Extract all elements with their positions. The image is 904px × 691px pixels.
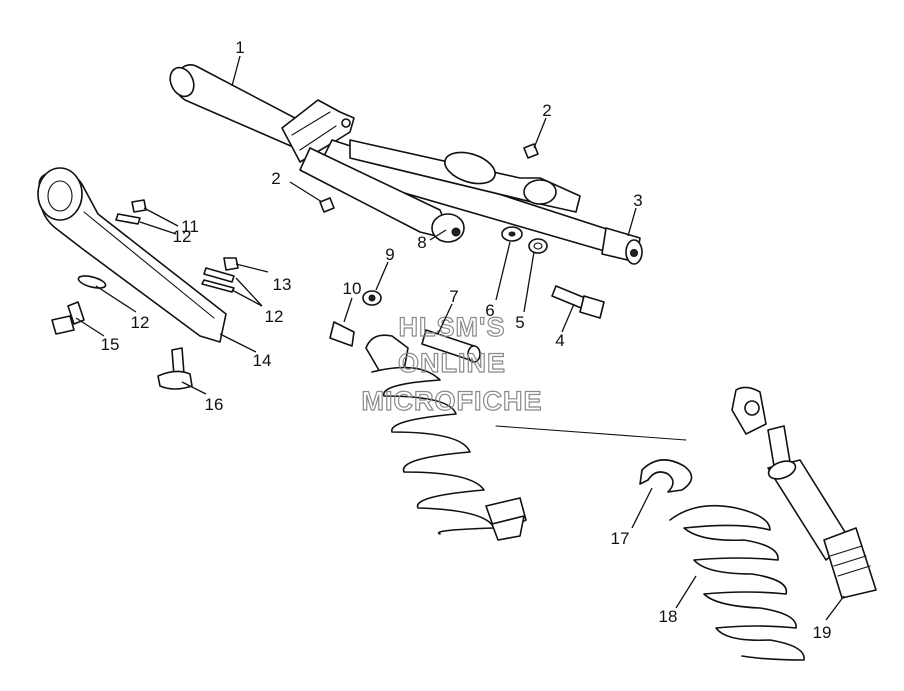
pivot-bushing [431,213,465,243]
callout-14: 14 [253,351,272,370]
retainer-17 [639,459,693,493]
watermark: HLSM'S ONLINE MICROFICHE [361,311,543,416]
shock-assembly [365,334,527,541]
callout-2-upper: 2 [542,101,551,120]
washer-12d [77,275,107,289]
carriage-bolt-16 [157,347,193,390]
shock-19 [731,386,877,599]
tube-end [169,66,195,98]
callout-16: 16 [205,395,224,414]
torque-arm [37,167,227,343]
callout-10: 10 [343,279,362,298]
callout-6: 6 [485,301,494,320]
watermark-line-1: HLSM'S [399,312,506,342]
grease-fitting-upper [523,143,539,159]
assembly-line [495,425,687,441]
callout-11: 11 [181,217,199,236]
washer-12b [203,267,235,283]
nut-13 [223,257,239,271]
callout-2-lower: 2 [271,169,280,188]
washer-5 [528,238,548,254]
callout-17: 17 [611,529,630,548]
callout-13: 13 [273,275,292,294]
watermark-line-3: MICROFICHE [362,386,543,416]
torque-arm-eye [37,167,83,221]
callout-12-c: 12 [131,313,150,332]
callout-12-a: 12 [173,227,192,246]
callout-5: 5 [515,313,524,332]
callout-15: 15 [101,335,120,354]
washer-12a [115,213,141,225]
callout-4: 4 [555,331,564,350]
callout-8: 8 [417,233,426,252]
callout-12-b: 12 [265,307,284,326]
leader-lines [75,55,845,621]
callout-labels: 1 2 2 3 4 5 6 7 8 9 10 11 12 12 13 12 12… [101,38,832,642]
grease-fitting-lower [319,197,335,213]
callout-3: 3 [633,191,642,210]
swing-arm-assembly [169,64,643,265]
callout-1: 1 [235,38,244,57]
small-hardware [77,199,239,293]
watermark-line-2: ONLINE [398,348,506,378]
bushing-10 [329,321,355,347]
sleeve [444,151,496,185]
callout-9: 9 [385,245,394,264]
callout-7: 7 [449,287,458,306]
callout-19: 19 [813,623,832,642]
spring-18 [669,504,805,661]
sleeve-end [523,179,557,205]
bolt-4 [551,285,605,319]
callout-18: 18 [659,607,678,626]
nut-11 [131,199,147,213]
bolt-15 [51,301,85,335]
shock-spring-coils [371,366,495,535]
washer-12c [201,279,235,293]
